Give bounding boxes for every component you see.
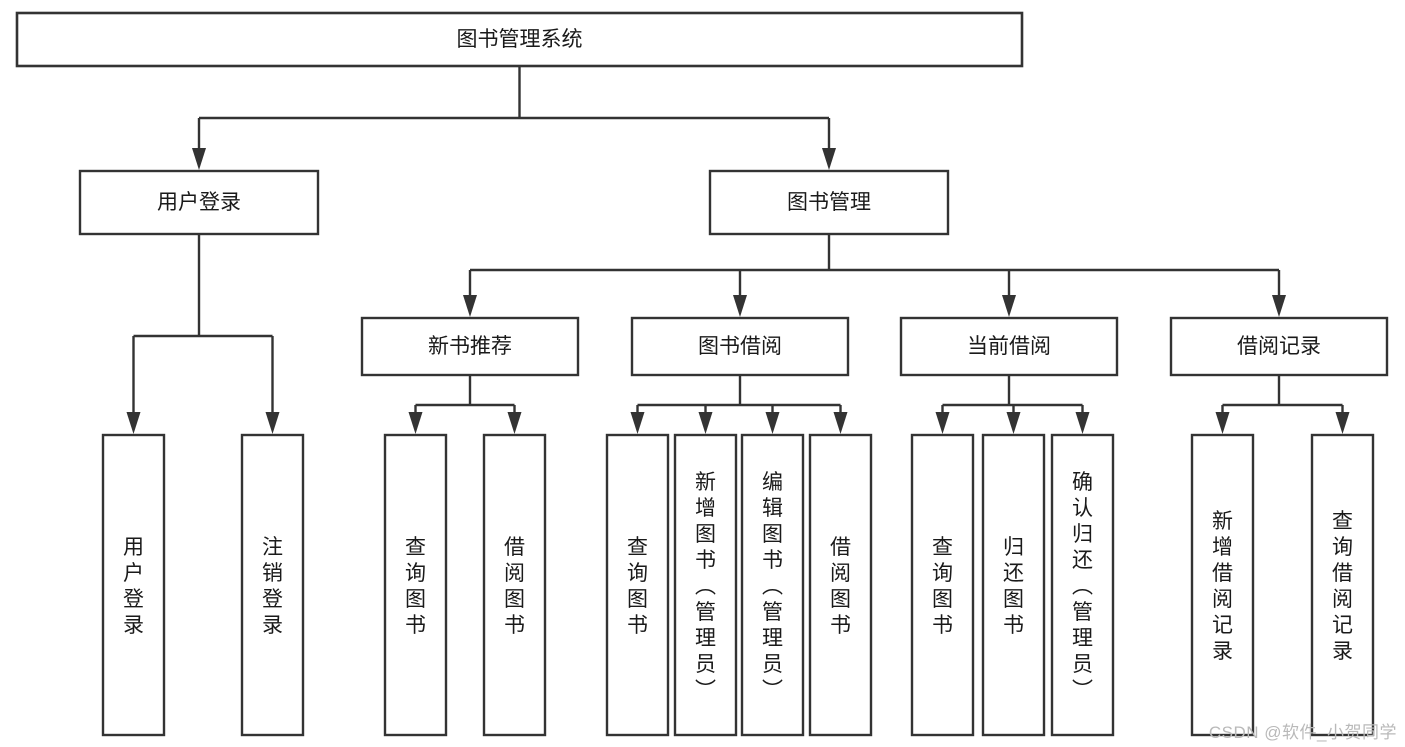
node-borrow-record[interactable]: 借阅记录 <box>1169 316 1389 377</box>
node-leaf-query-book-cur[interactable]: 查询图书 <box>910 433 975 737</box>
node-label: 借阅图书 <box>504 536 525 637</box>
node-label: 查询图书 <box>405 536 426 637</box>
node-label: 编辑图书︵管理员︶ <box>762 471 783 702</box>
node-label: 图书借阅 <box>698 335 782 358</box>
node-book-manage[interactable]: 图书管理 <box>708 169 950 236</box>
node-leaf-return-book[interactable]: 归还图书 <box>981 433 1046 737</box>
node-label: 查询借阅记录 <box>1332 510 1353 663</box>
node-leaf-query-record[interactable]: 查询借阅记录 <box>1310 433 1375 737</box>
connector-group-book-manage <box>463 234 1286 317</box>
arrow-head-icon <box>1335 412 1350 434</box>
arrow-head-icon <box>1002 295 1016 317</box>
node-box[interactable] <box>910 433 975 737</box>
node-layer: 图书管理系统用户登录图书管理新书推荐图书借阅当前借阅借阅记录用户登录注销登录查询… <box>15 11 1389 737</box>
arrow-head-icon <box>822 148 836 170</box>
node-box[interactable] <box>808 433 873 737</box>
node-label: 确认归还︵管理员︶ <box>1072 471 1093 702</box>
node-box[interactable] <box>630 316 850 377</box>
arrow-head-icon <box>698 412 713 434</box>
connector-layer <box>126 66 1350 434</box>
arrow-head-icon <box>192 148 206 170</box>
arrow-head-icon <box>126 412 141 434</box>
node-label: 新增借阅记录 <box>1212 510 1233 663</box>
node-label: 图书管理 <box>787 191 871 214</box>
arrow-head-icon <box>1272 295 1286 317</box>
arrow-head-icon <box>265 412 280 434</box>
node-label: 图书管理系统 <box>457 28 583 51</box>
node-box[interactable] <box>1169 316 1389 377</box>
connector-group-user-login <box>126 234 280 434</box>
connector-group-new-book-rec <box>408 375 522 434</box>
arrow-head-icon <box>1215 412 1230 434</box>
node-root[interactable]: 图书管理系统 <box>15 11 1024 68</box>
node-box[interactable] <box>360 316 580 377</box>
arrow-head-icon <box>733 295 747 317</box>
node-label: 查询图书 <box>932 536 953 637</box>
node-book-borrow[interactable]: 图书借阅 <box>630 316 850 377</box>
node-box[interactable] <box>605 433 670 737</box>
node-label: 用户登录 <box>123 536 144 637</box>
node-box[interactable] <box>1190 433 1255 737</box>
node-box[interactable] <box>383 433 448 737</box>
node-box[interactable] <box>1050 433 1115 737</box>
node-label: 借阅图书 <box>830 536 851 637</box>
node-label: 注销登录 <box>262 536 283 637</box>
node-box[interactable] <box>1310 433 1375 737</box>
node-box[interactable] <box>482 433 547 737</box>
connector-group-current-borrow <box>935 375 1090 434</box>
arrow-head-icon <box>463 295 477 317</box>
node-label: 新书推荐 <box>428 335 512 358</box>
arrow-head-icon <box>833 412 848 434</box>
node-box[interactable] <box>740 433 805 737</box>
node-leaf-add-book[interactable]: 新增图书︵管理员︶ <box>673 433 738 737</box>
node-leaf-borrow-book-bor[interactable]: 借阅图书 <box>808 433 873 737</box>
node-current-borrow[interactable]: 当前借阅 <box>899 316 1119 377</box>
arrow-head-icon <box>507 412 522 434</box>
node-box[interactable] <box>981 433 1046 737</box>
node-label: 归还图书 <box>1003 536 1024 637</box>
node-user-login[interactable]: 用户登录 <box>78 169 320 236</box>
node-leaf-query-book-rec[interactable]: 查询图书 <box>383 433 448 737</box>
arrow-head-icon <box>1075 412 1090 434</box>
connector-group-borrow-record <box>1215 375 1350 434</box>
node-label: 借阅记录 <box>1237 335 1321 358</box>
node-leaf-edit-book[interactable]: 编辑图书︵管理员︶ <box>740 433 805 737</box>
node-leaf-query-book-bor[interactable]: 查询图书 <box>605 433 670 737</box>
arrow-head-icon <box>408 412 423 434</box>
arrow-head-icon <box>1006 412 1021 434</box>
arrow-head-icon <box>935 412 950 434</box>
node-leaf-confirm-return[interactable]: 确认归还︵管理员︶ <box>1050 433 1115 737</box>
arrow-head-icon <box>630 412 645 434</box>
node-box[interactable] <box>101 433 166 737</box>
node-new-book-rec[interactable]: 新书推荐 <box>360 316 580 377</box>
node-label: 新增图书︵管理员︶ <box>695 471 716 702</box>
connector-group-book-borrow <box>630 375 848 434</box>
node-label: 用户登录 <box>157 191 241 214</box>
connector-group-root <box>192 66 836 170</box>
node-label: 查询图书 <box>627 536 648 637</box>
node-box[interactable] <box>240 433 305 737</box>
node-box[interactable] <box>15 11 1024 68</box>
node-box[interactable] <box>673 433 738 737</box>
node-box[interactable] <box>899 316 1119 377</box>
node-leaf-add-record[interactable]: 新增借阅记录 <box>1190 433 1255 737</box>
arrow-head-icon <box>765 412 780 434</box>
node-label: 当前借阅 <box>967 335 1051 358</box>
node-box[interactable] <box>78 169 320 236</box>
node-leaf-borrow-book-rec[interactable]: 借阅图书 <box>482 433 547 737</box>
node-leaf-logout[interactable]: 注销登录 <box>240 433 305 737</box>
node-box[interactable] <box>708 169 950 236</box>
node-leaf-user-login[interactable]: 用户登录 <box>101 433 166 737</box>
